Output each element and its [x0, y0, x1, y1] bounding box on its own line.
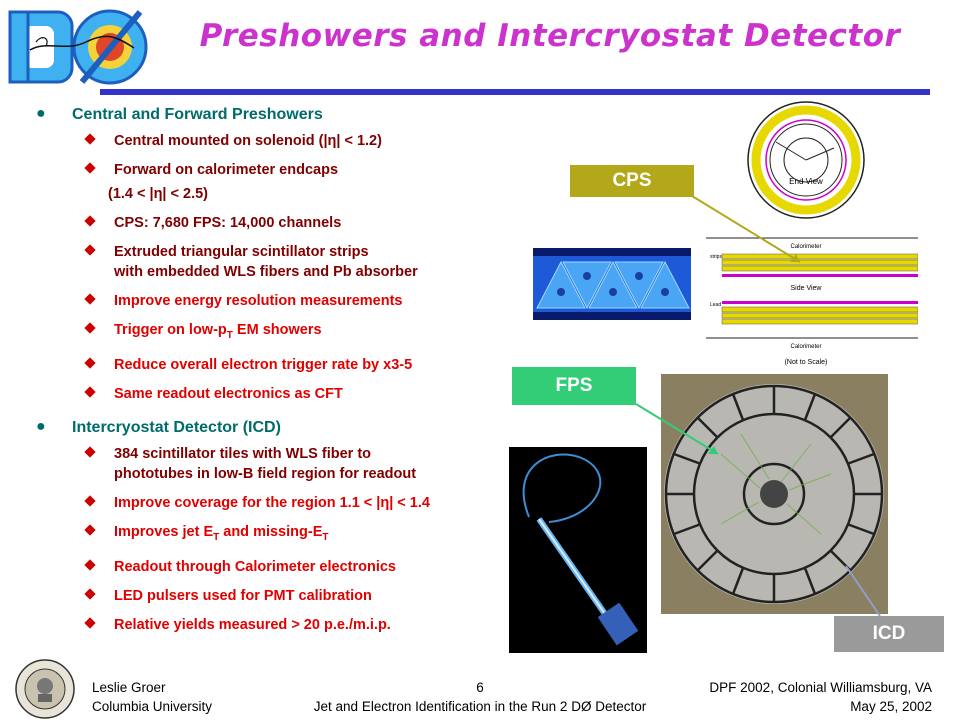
footer-author: Leslie Groer Columbia University: [92, 678, 212, 716]
list-item: 384 scintillator tiles with WLS fiber to: [36, 444, 516, 464]
footer-center: 6 Jet and Electron Identification in the…: [0, 678, 960, 716]
diamond-bullet-icon: [84, 357, 96, 369]
item-text: Readout through Calorimeter electronics: [114, 558, 396, 575]
item-text: Extruded triangular scintillator strips: [114, 244, 369, 260]
list-item: Reduce overall electron trigger rate by …: [36, 355, 516, 375]
diamond-bullet-icon: [84, 162, 96, 174]
item-text: Trigger on low-p: [114, 322, 227, 338]
heading-text: Central and Forward Preshowers: [72, 106, 323, 123]
cps-label-tag: CPS: [570, 165, 694, 197]
cps-diagram: End View Calorimeter strips Side View Le…: [696, 98, 918, 370]
strips-label: strips: [710, 254, 722, 260]
icd-tile-fiber-image: [509, 447, 647, 653]
author-name: Leslie Groer: [92, 680, 166, 695]
item-text: EM showers: [232, 322, 322, 338]
fps-label-tag: FPS: [512, 367, 636, 405]
item-text: and missing-E: [219, 523, 323, 540]
list-item: Same readout electronics as CFT: [36, 384, 516, 404]
diamond-bullet-icon: [84, 446, 96, 458]
item-text: Reduce overall electron trigger rate by …: [114, 356, 413, 373]
conference-date: May 25, 2002: [850, 699, 932, 714]
item-text: Improve coverage for the region 1.1 < |η…: [114, 494, 430, 511]
diamond-bullet-icon: [84, 293, 96, 305]
subscript: T: [213, 531, 220, 543]
list-item: Relative yields measured > 20 p.e./m.i.p…: [36, 615, 516, 635]
item-text: Same readout electronics as CFT: [114, 385, 343, 402]
list-item-continuation: with embedded WLS fibers and Pb absorber: [36, 262, 516, 282]
columbia-seal-icon: [15, 659, 75, 719]
diamond-bullet-icon: [84, 495, 96, 507]
subscript: T: [226, 329, 233, 341]
round-bullet-icon: ●: [36, 105, 46, 122]
list-item-continuation: (1.4 < |η| < 2.5): [36, 184, 516, 204]
scintillator-strip-image: [533, 248, 691, 320]
list-item: Forward on calorimeter endcaps: [36, 160, 516, 180]
list-item: Central mounted on solenoid (|η| < 1.2): [36, 131, 516, 151]
diamond-bullet-icon: [84, 133, 96, 145]
item-text: with embedded WLS fibers and Pb absorber: [114, 264, 418, 280]
list-item: Extruded triangular scintillator strips: [36, 242, 516, 262]
talk-title: Jet and Electron Identification in the R…: [313, 699, 647, 714]
icd-label-tag: ICD: [834, 616, 944, 652]
item-text: Relative yields measured > 20 p.e./m.i.p…: [114, 616, 391, 633]
item-text: Improve energy resolution measurements: [114, 293, 403, 309]
calorimeter-top-label: Calorimeter: [790, 244, 821, 250]
diamond-bullet-icon: [84, 588, 96, 600]
item-text: (1.4 < |η| < 2.5): [108, 186, 208, 202]
calorimeter-bottom-label: Calorimeter: [790, 344, 821, 350]
item-text: Forward on calorimeter endcaps: [114, 162, 339, 178]
end-view-label: End View: [789, 177, 823, 186]
bullet-content: ● Central and Forward Preshowers Central…: [36, 105, 516, 644]
not-to-scale-label: (Not to Scale): [785, 359, 828, 366]
author-institution: Columbia University: [92, 699, 213, 714]
section-heading: ● Intercryostat Detector (ICD): [36, 417, 516, 437]
item-text: Improves jet E: [114, 523, 214, 540]
list-item: Trigger on low-pT EM showers: [36, 320, 516, 346]
list-item: Improve coverage for the region 1.1 < |η…: [36, 493, 516, 513]
dzero-logo: [8, 9, 148, 85]
diamond-bullet-icon: [84, 617, 96, 629]
subscript: T: [322, 531, 329, 543]
page-number: 6: [476, 680, 484, 695]
conference-name: DPF 2002, Colonial Williamsburg, VA: [709, 680, 932, 695]
section-heading: ● Central and Forward Preshowers: [36, 105, 516, 124]
item-text: Central mounted on solenoid (|η| < 1.2): [114, 133, 382, 149]
item-text: LED pulsers used for PMT calibration: [114, 587, 372, 604]
item-text: CPS: 7,680 FPS: 14,000 channels: [114, 215, 342, 231]
list-item: LED pulsers used for PMT calibration: [36, 586, 516, 606]
list-item: Readout through Calorimeter electronics: [36, 557, 516, 577]
diamond-bullet-icon: [84, 524, 96, 536]
diamond-bullet-icon: [84, 559, 96, 571]
diamond-bullet-icon: [84, 386, 96, 398]
list-item-continuation: phototubes in low-B field region for rea…: [36, 464, 516, 484]
item-text: phototubes in low-B field region for rea…: [114, 465, 417, 482]
round-bullet-icon: ●: [36, 417, 46, 435]
diamond-bullet-icon: [84, 215, 96, 227]
footer-conference: DPF 2002, Colonial Williamsburg, VA May …: [709, 678, 932, 716]
diamond-bullet-icon: [84, 244, 96, 256]
list-item: Improves jet ET and missing-ET: [36, 522, 516, 548]
title-rule: [100, 89, 930, 95]
fps-icd-photo: [661, 374, 888, 614]
slide-title: Preshowers and Intercryostat Detector: [199, 18, 901, 54]
side-view-label: Side View: [790, 285, 822, 292]
lead-label: Lead: [710, 302, 721, 308]
list-item: Improve energy resolution measurements: [36, 291, 516, 311]
list-item: CPS: 7,680 FPS: 14,000 channels: [36, 213, 516, 233]
heading-text: Intercryostat Detector (ICD): [72, 418, 281, 436]
item-text: 384 scintillator tiles with WLS fiber to: [114, 445, 372, 462]
diamond-bullet-icon: [84, 322, 96, 334]
